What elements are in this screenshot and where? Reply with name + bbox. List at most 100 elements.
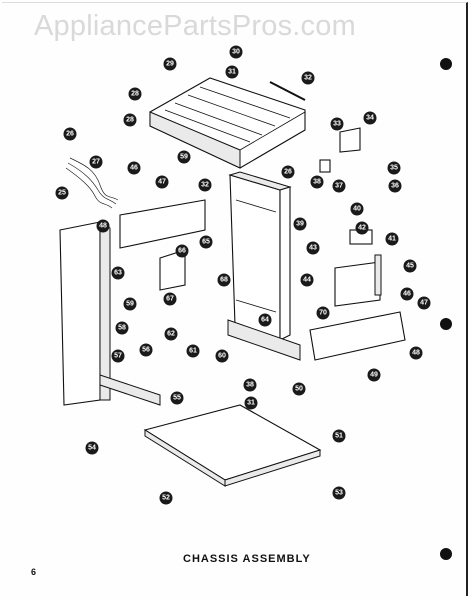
clip-37 (319, 159, 331, 173)
callout-label: 47 (420, 300, 428, 307)
callout-37: 37 (332, 179, 346, 193)
callout-39: 39 (293, 217, 307, 231)
callout-label: 48 (412, 350, 420, 357)
callout-label: 27 (92, 159, 100, 166)
callout-label: 49 (370, 372, 378, 379)
left-side-panel (59, 221, 111, 406)
bracket-33 (339, 127, 361, 153)
callout-53: 53 (332, 486, 346, 500)
callout-25: 25 (55, 186, 69, 200)
page-number: 6 (31, 567, 37, 577)
panel-40 (119, 199, 206, 249)
callout-47: 47 (155, 175, 169, 189)
callout-label: 31 (228, 69, 236, 76)
callout-58: 58 (115, 321, 129, 335)
callout-56: 56 (139, 343, 153, 357)
callout-65: 65 (199, 235, 213, 249)
callout-67: 67 (163, 292, 177, 306)
callout-46: 46 (400, 287, 414, 301)
callout-50: 50 (292, 382, 306, 396)
callout-48: 48 (96, 219, 110, 233)
callout-29: 29 (163, 57, 177, 71)
callout-31: 31 (244, 396, 258, 410)
callout-label: 63 (114, 270, 122, 277)
callout-label: 29 (166, 61, 174, 68)
callout-label: 26 (66, 131, 74, 138)
callout-label: 35 (390, 165, 398, 172)
callout-28: 28 (123, 113, 137, 127)
callout-label: 46 (130, 165, 138, 172)
callout-64: 64 (258, 313, 272, 327)
callout-40: 40 (350, 202, 364, 216)
callout-label: 61 (189, 348, 197, 355)
callout-label: 67 (166, 296, 174, 303)
front-panel-49 (309, 311, 406, 361)
callout-35: 35 (387, 161, 401, 175)
watermark: AppliancePartsPros.com (34, 10, 356, 42)
callout-42: 42 (355, 221, 369, 235)
diagram-caption: CHASSIS ASSEMBLY (183, 553, 311, 565)
callout-54: 54 (85, 441, 99, 455)
callout-label: 43 (309, 245, 317, 252)
callout-label: 58 (118, 325, 126, 332)
callout-label: 53 (335, 490, 343, 497)
callout-46: 46 (127, 161, 141, 175)
callout-label: 46 (403, 291, 411, 298)
callout-label: 47 (158, 179, 166, 186)
callout-30: 30 (229, 45, 243, 59)
callout-label: 32 (304, 75, 312, 82)
callout-label: 28 (131, 91, 139, 98)
front-rail (99, 374, 161, 406)
callout-61: 61 (186, 344, 200, 358)
back-panel (228, 171, 292, 341)
callout-47: 47 (417, 296, 431, 310)
callout-label: 32 (201, 182, 209, 189)
binder-hole-middle (440, 318, 452, 330)
callout-label: 38 (313, 179, 321, 186)
callout-27: 27 (89, 155, 103, 169)
top-panel (149, 77, 306, 169)
callout-41: 41 (385, 232, 399, 246)
callout-label: 37 (335, 183, 343, 190)
callout-label: 28 (126, 117, 134, 124)
callout-32: 32 (301, 71, 315, 85)
callout-label: 34 (366, 115, 374, 122)
callout-26: 26 (63, 127, 77, 141)
callout-49: 49 (367, 368, 381, 382)
binder-hole-top (440, 58, 452, 70)
callout-label: 38 (246, 382, 254, 389)
callout-57: 57 (111, 349, 125, 363)
strip-45 (374, 254, 382, 296)
rod-top (269, 81, 306, 101)
callout-label: 48 (99, 223, 107, 230)
binder-hole-bottom (440, 548, 452, 560)
page-border (2, 2, 468, 596)
callout-label: 55 (173, 395, 181, 402)
callout-66: 66 (175, 244, 189, 258)
callout-48: 48 (409, 346, 423, 360)
callout-28: 28 (128, 87, 142, 101)
callout-label: 59 (180, 154, 188, 161)
callout-label: 66 (178, 248, 186, 255)
callout-label: 52 (162, 495, 170, 502)
callout-38: 38 (243, 378, 257, 392)
callout-label: 59 (126, 301, 134, 308)
callout-label: 26 (284, 169, 292, 176)
callout-60: 60 (215, 349, 229, 363)
callout-label: 65 (202, 239, 210, 246)
callout-70: 70 (316, 306, 330, 320)
callout-label: 62 (167, 331, 175, 338)
callout-36: 36 (388, 179, 402, 193)
callout-label: 33 (333, 121, 341, 128)
callout-label: 30 (232, 49, 240, 56)
callout-26: 26 (281, 165, 295, 179)
callout-32: 32 (198, 178, 212, 192)
callout-45: 45 (403, 259, 417, 273)
callout-62: 62 (164, 327, 178, 341)
callout-55: 55 (170, 391, 184, 405)
callout-label: 68 (220, 277, 228, 284)
bottom-rail (227, 319, 301, 361)
callout-label: 64 (261, 317, 269, 324)
wire-harness (65, 157, 119, 209)
